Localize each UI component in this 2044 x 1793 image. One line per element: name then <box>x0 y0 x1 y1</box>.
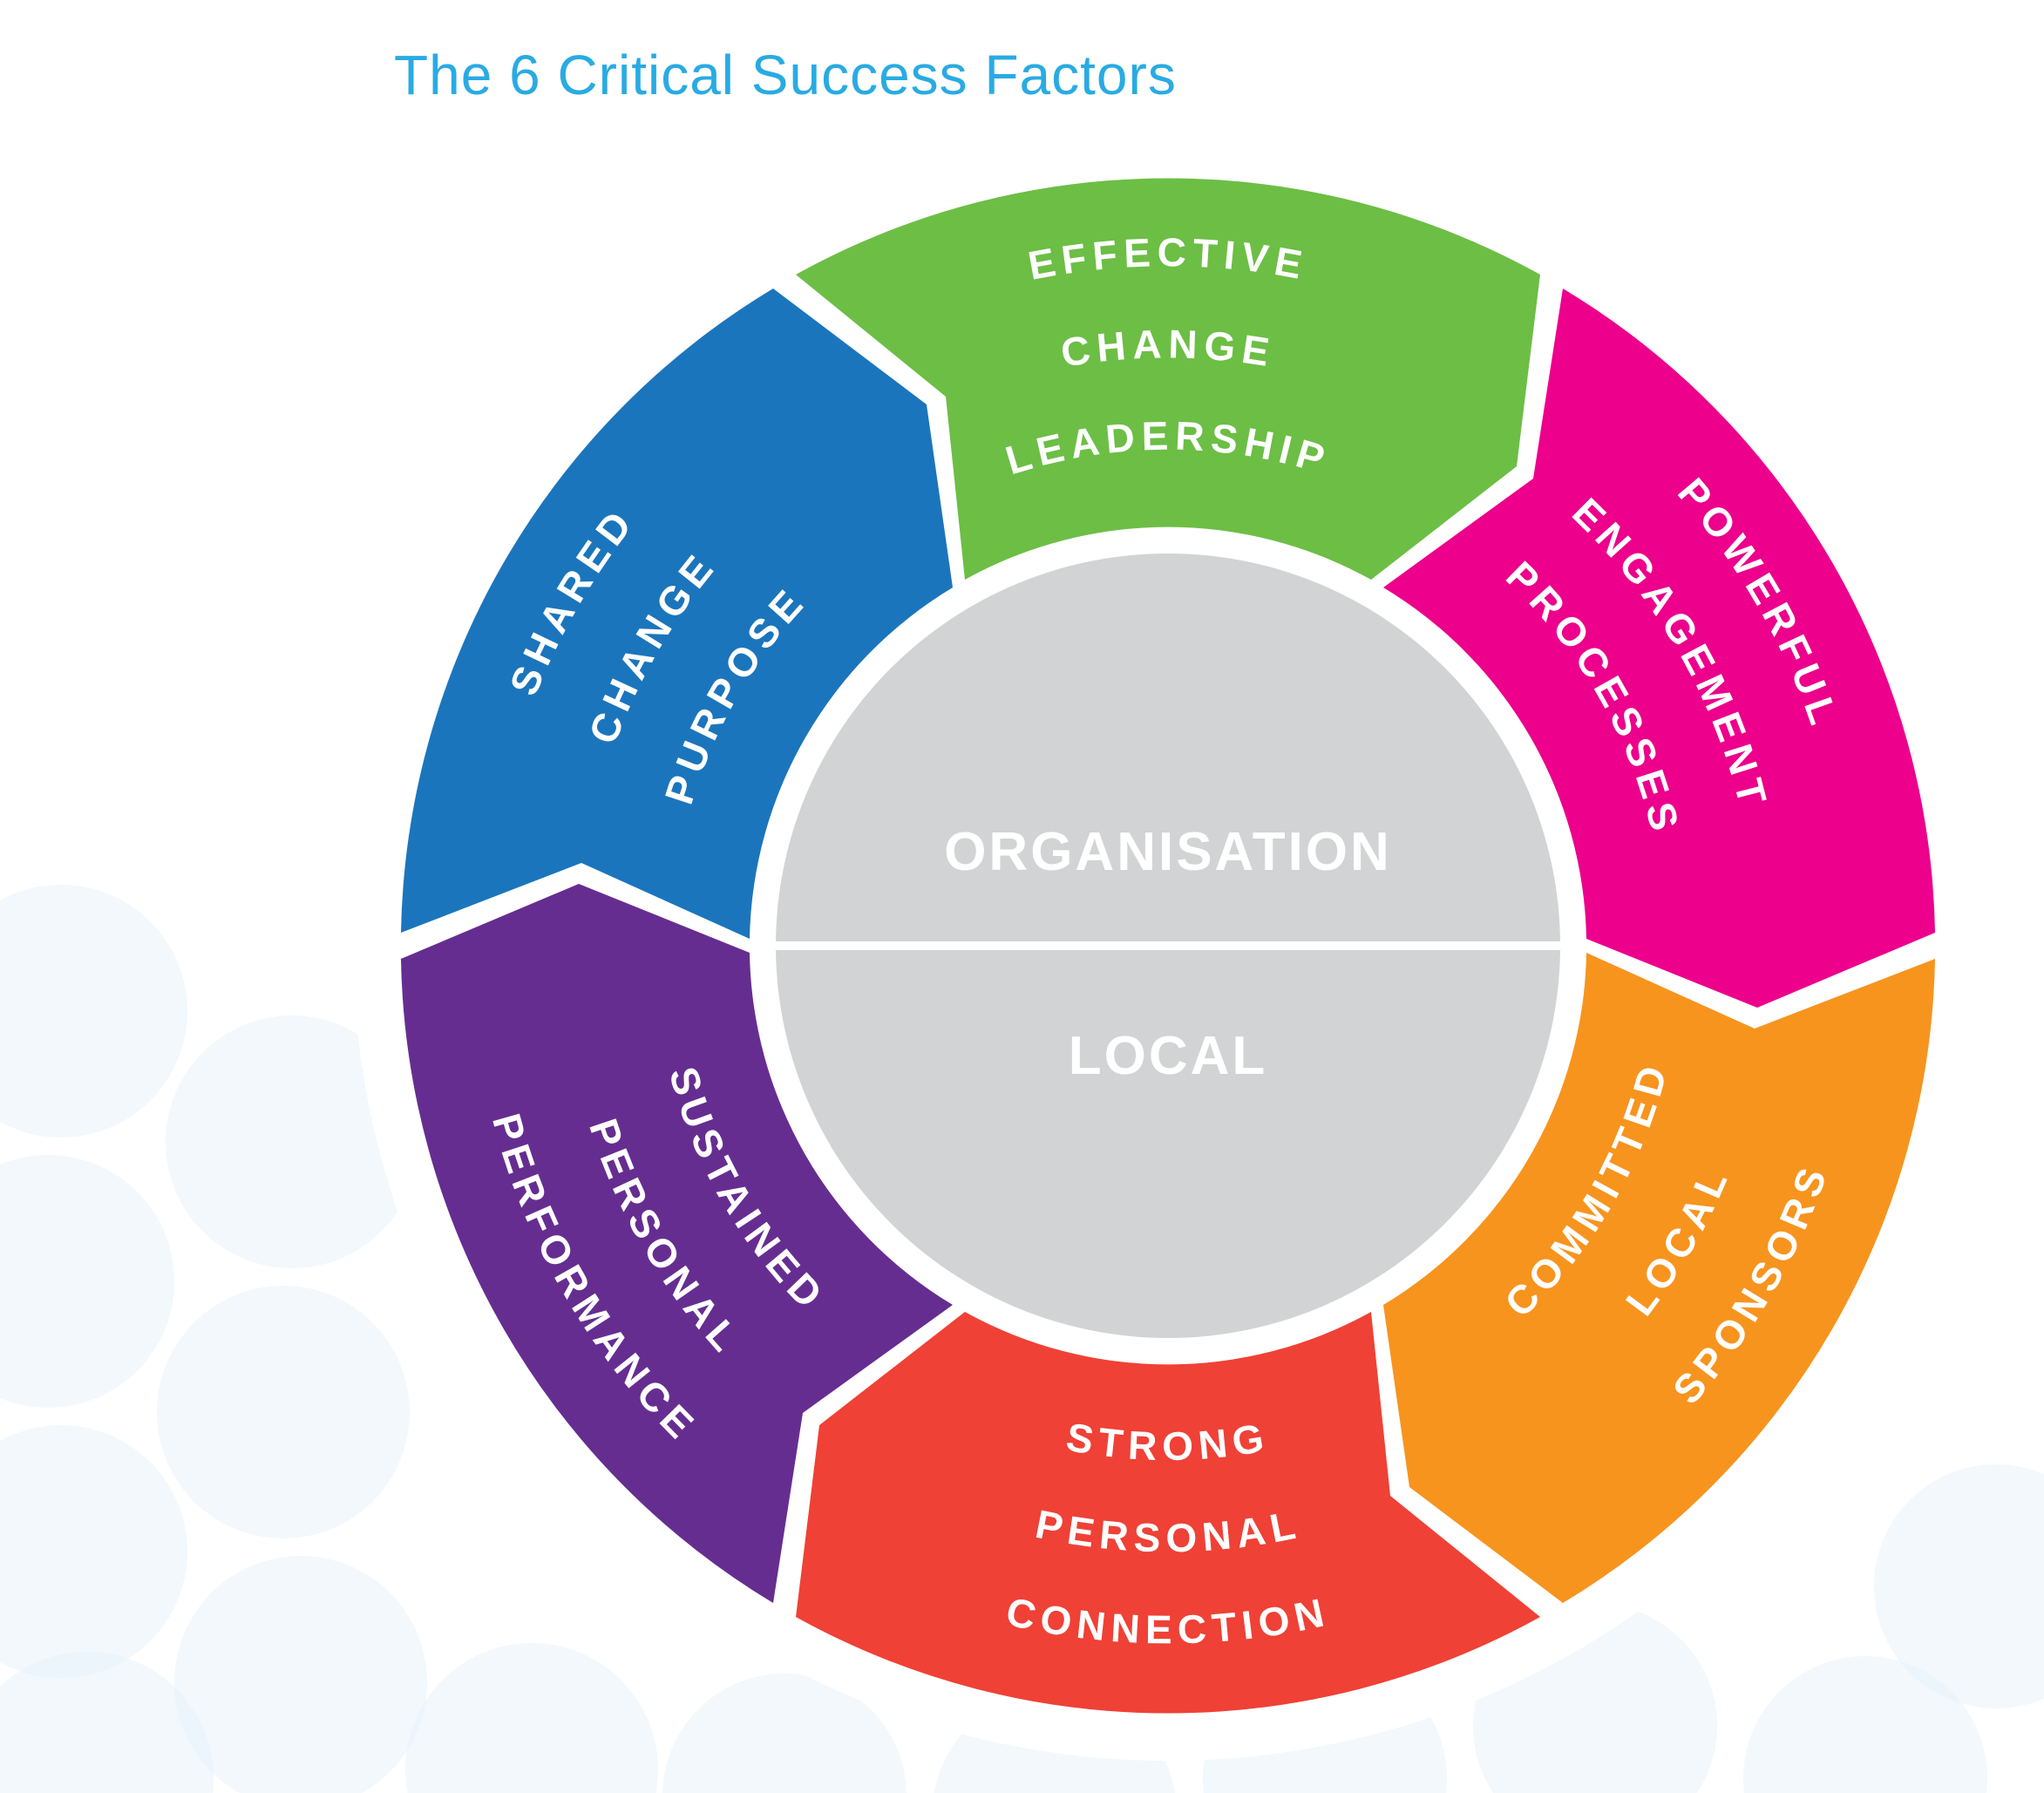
segment-committed-local-sponsors <box>1383 953 1935 1603</box>
wheel: EFFECTIVE CHANGE LEADERSHIP POWERFUL ENG… <box>401 178 1935 1714</box>
background-blob <box>157 1286 410 1538</box>
segment-effective-change-leadership <box>796 178 1540 580</box>
background-blob <box>0 1652 214 1793</box>
background-blob <box>1743 1656 1987 1793</box>
segment-powerful-engagement-processes <box>1383 289 1935 1008</box>
background-blob <box>1874 1464 2044 1708</box>
segment-sustained-personal-performance <box>401 884 953 1603</box>
background-blob <box>662 1674 907 1793</box>
center-label-local: LOCAL <box>1069 1026 1268 1086</box>
background-blob <box>405 1643 658 1793</box>
segment-shared-change-purpose <box>401 289 953 939</box>
page-title: The 6 Critical Success Factors <box>394 44 1177 106</box>
background-blob <box>0 1425 187 1678</box>
center-label-organisation: ORGANISATION <box>944 822 1392 882</box>
background-blob <box>0 885 187 1138</box>
background-blob <box>174 1556 427 1793</box>
background-blob <box>166 1015 418 1268</box>
background-blob <box>0 1155 174 1408</box>
segment-strong-personal-connection <box>796 1312 1540 1714</box>
